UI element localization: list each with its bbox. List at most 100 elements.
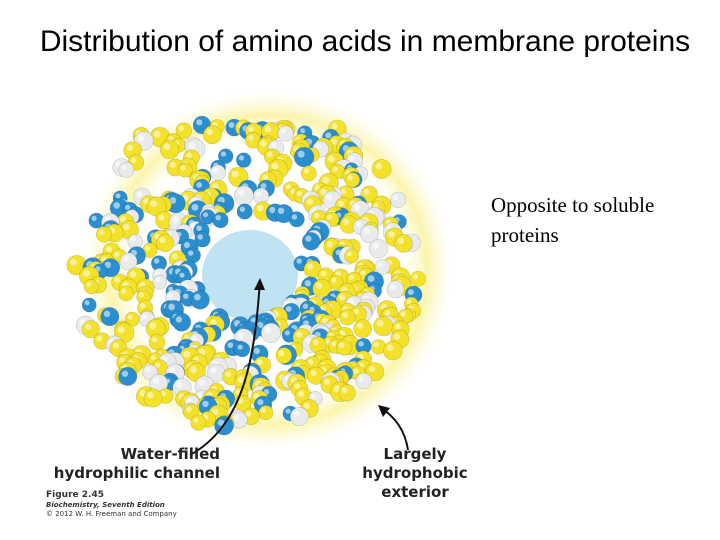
atom-highlight	[119, 357, 126, 363]
atom-highlight	[193, 417, 199, 424]
atom-highlight	[130, 157, 137, 163]
atom-highlight	[153, 130, 161, 138]
atom-highlight	[293, 410, 300, 417]
atom-highlight	[141, 314, 148, 320]
atom-highlight	[269, 206, 276, 214]
atom-highlight	[155, 362, 161, 368]
atom-sphere	[148, 333, 166, 351]
atom-highlight	[169, 161, 176, 168]
atom-highlight	[358, 341, 364, 347]
atom-highlight	[138, 292, 144, 298]
atom-highlight	[238, 155, 245, 161]
atom-sphere	[371, 159, 392, 179]
atom-sphere	[260, 322, 282, 343]
atom-highlight	[202, 400, 209, 408]
atom-highlight	[168, 303, 175, 311]
atom-highlight	[184, 334, 190, 340]
atom-highlight	[188, 142, 196, 150]
book-edition: Biochemistry, Seventh Edition	[46, 501, 165, 509]
atom-highlight	[256, 190, 262, 197]
atom-highlight	[237, 376, 245, 383]
atom-highlight	[280, 128, 286, 134]
atom-highlight	[217, 419, 225, 427]
atom-highlight	[237, 344, 243, 350]
atom-highlight	[151, 336, 158, 343]
atom-highlight	[180, 165, 186, 171]
atom-highlight	[349, 274, 354, 280]
atom-highlight	[377, 262, 383, 268]
atom-highlight	[239, 206, 246, 212]
atom-highlight	[85, 323, 92, 330]
atom-highlight	[203, 212, 208, 218]
atom-highlight	[264, 125, 272, 133]
atom-highlight	[237, 332, 245, 340]
atom-highlight	[331, 138, 338, 145]
atom-highlight	[412, 273, 419, 280]
atom-highlight	[320, 270, 327, 277]
atom-highlight	[140, 303, 146, 309]
atom-sphere	[394, 234, 413, 253]
atom-highlight	[290, 189, 296, 195]
atom-sphere	[190, 290, 210, 310]
atom-highlight	[395, 323, 401, 330]
atom-highlight	[125, 204, 131, 210]
atom-highlight	[158, 214, 165, 221]
atom-highlight	[285, 408, 291, 414]
atom-highlight	[360, 270, 366, 276]
atom-highlight	[297, 150, 305, 158]
atom-sphere	[83, 279, 99, 295]
atom-sphere	[159, 139, 180, 160]
atom-highlight	[130, 236, 136, 242]
atom-sphere	[355, 372, 372, 390]
atom-highlight	[304, 280, 311, 287]
atom-highlight	[183, 242, 190, 248]
atom-highlight	[114, 277, 121, 283]
atom-sphere	[143, 388, 163, 408]
atom-highlight	[113, 202, 120, 209]
atom-highlight	[231, 170, 239, 178]
atom-highlight	[190, 366, 197, 374]
atom-highlight	[212, 167, 219, 173]
atom-highlight	[296, 191, 302, 197]
atom-sphere	[177, 162, 193, 178]
channel-callout: Water-filled hydrophilic channel	[53, 445, 220, 482]
atom-highlight	[314, 212, 320, 219]
atom-highlight	[261, 407, 267, 413]
atom-highlight	[325, 132, 332, 139]
atom-highlight	[155, 277, 161, 283]
atom-highlight	[126, 144, 133, 151]
atom-highlight	[196, 225, 202, 231]
atom-highlight	[356, 322, 364, 329]
atom-sphere	[252, 187, 270, 204]
atom-highlight	[186, 152, 192, 159]
atom-sphere	[119, 252, 138, 271]
atom-highlight	[228, 122, 235, 128]
atom-highlight	[278, 350, 285, 356]
atom-highlight	[227, 342, 234, 349]
atom-highlight	[305, 235, 312, 242]
atom-highlight	[389, 283, 396, 290]
atom-highlight	[256, 204, 264, 212]
atom-highlight	[257, 399, 264, 406]
atom-highlight	[355, 221, 362, 228]
atom-highlight	[245, 410, 252, 417]
atom-highlight	[310, 369, 317, 377]
atom-highlight	[296, 258, 302, 264]
atom-highlight	[99, 229, 105, 235]
atom-highlight	[343, 218, 350, 225]
atom-highlight	[121, 164, 127, 171]
atom-highlight	[306, 198, 314, 205]
atom-highlight	[149, 322, 157, 330]
slide-title: Distribution of amino acids in membrane …	[39, 25, 691, 58]
atom-highlight	[271, 142, 277, 149]
atom-sphere	[233, 185, 254, 206]
exterior-callout: Largely hydrophobic exterior	[362, 445, 468, 501]
atom-highlight	[384, 310, 391, 317]
atom-highlight	[175, 316, 183, 323]
atom-highlight	[115, 193, 121, 199]
atom-highlight	[400, 311, 406, 317]
atom-sphere	[275, 347, 293, 364]
atom-highlight	[129, 271, 137, 278]
atom-highlight	[320, 306, 326, 312]
atom-sphere	[293, 146, 315, 168]
